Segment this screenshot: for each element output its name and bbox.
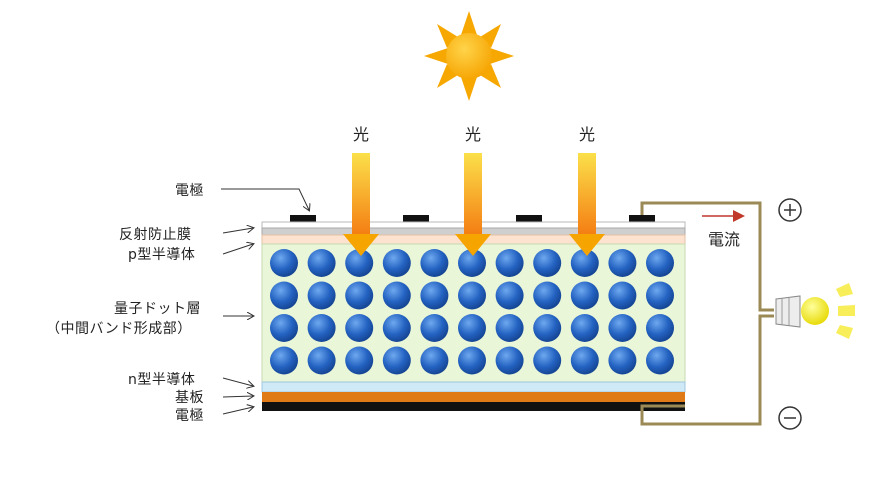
light-arrow-3: [569, 153, 605, 256]
quantum-dot: [570, 249, 599, 277]
quantum-dot: [533, 346, 562, 375]
quantum-dots: [270, 249, 674, 375]
label-qd-line2: （中間バンド形成部）: [46, 321, 192, 337]
quantum-dot: [382, 281, 411, 310]
light-label-3: 光: [579, 125, 595, 144]
light-label-2: 光: [465, 125, 481, 144]
light-arrow-1: [343, 153, 379, 256]
light-bulb-icon: [775, 283, 855, 339]
quantum-dot: [608, 249, 637, 277]
label-electrode-bottom: 電極: [175, 408, 204, 424]
quantum-dot: [458, 346, 486, 375]
bottom-electrode: [262, 402, 685, 411]
quantum-dot: [646, 346, 674, 375]
label-qd-line1: 量子ドット層: [114, 301, 201, 317]
label-electrode-top: 電極: [175, 183, 204, 199]
quantum-dot: [533, 249, 562, 277]
n-type-layer: [261, 381, 686, 393]
label-n-type: n型半導体: [128, 372, 196, 388]
circuit-wire: [640, 201, 774, 426]
label-pointers: [221, 188, 309, 415]
quantum-dot: [570, 281, 599, 310]
quantum-dot: [608, 281, 637, 310]
quantum-dot: [608, 346, 637, 375]
quantum-dot: [570, 346, 599, 375]
substrate-layer: [262, 392, 685, 402]
label-antireflection: 反射防止膜: [119, 227, 192, 243]
quantum-dot: [382, 314, 411, 342]
quantum-dot: [495, 314, 524, 342]
quantum-dot: [270, 249, 298, 277]
quantum-dot: [420, 281, 449, 310]
quantum-dot: [345, 281, 374, 310]
quantum-dot: [420, 346, 449, 375]
quantum-dot: [570, 314, 599, 342]
label-substrate: 基板: [175, 390, 204, 406]
quantum-dot: [646, 281, 674, 310]
quantum-dot: [270, 346, 298, 375]
top-electrode-pad: [403, 215, 429, 223]
top-electrode-pad: [516, 215, 542, 223]
light-arrows: [343, 153, 605, 256]
quantum-dot: [382, 346, 411, 375]
light-arrow-2: [455, 153, 491, 256]
quantum-dot: [307, 346, 336, 375]
quantum-dot: [458, 281, 486, 310]
quantum-dot: [307, 249, 336, 277]
quantum-dot: [495, 346, 524, 375]
quantum-dot: [495, 249, 524, 277]
quantum-dot: [345, 346, 374, 375]
minus-terminal-icon: [778, 406, 802, 430]
quantum-dot: [420, 249, 449, 277]
quantum-dot: [345, 314, 374, 342]
quantum-dot: [495, 281, 524, 310]
label-p-type: p型半導体: [128, 247, 196, 263]
quantum-dot: [458, 249, 486, 277]
quantum-dot: [420, 314, 449, 342]
sun-icon: [424, 11, 514, 101]
quantum-dot: [270, 281, 298, 310]
quantum-dot: [382, 249, 411, 277]
light-label-1: 光: [353, 125, 369, 144]
quantum-dot: [270, 314, 298, 342]
top-electrode-pad: [629, 215, 655, 223]
quantum-dot: [307, 314, 336, 342]
top-electrode-pad: [290, 215, 316, 223]
quantum-dot: [458, 314, 486, 342]
quantum-dot: [533, 281, 562, 310]
plus-terminal-icon: [778, 198, 802, 222]
quantum-dot: [646, 314, 674, 342]
current-label: 電流: [708, 230, 740, 249]
quantum-dot: [307, 281, 336, 310]
quantum-dot: [345, 249, 374, 277]
quantum-dot: [646, 249, 674, 277]
quantum-dot: [533, 314, 562, 342]
quantum-dot: [608, 314, 637, 342]
